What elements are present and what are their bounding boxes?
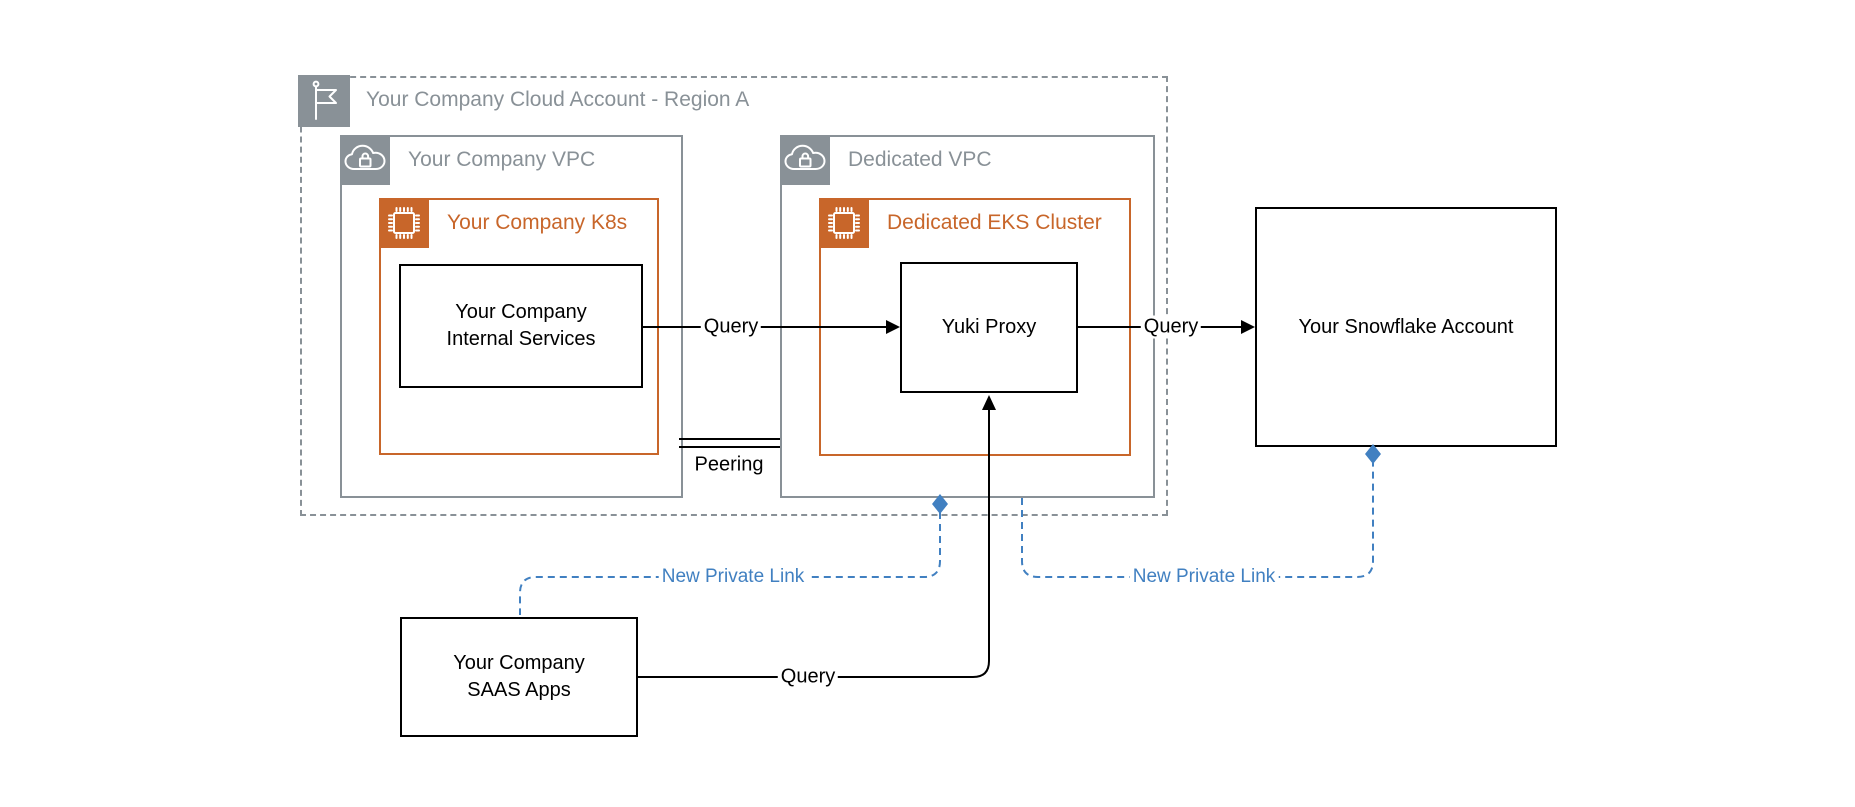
private-link-left-label: New Private Link bbox=[658, 566, 808, 588]
chip-icon bbox=[388, 207, 420, 239]
chip-icon bbox=[828, 207, 860, 239]
query-label-proxy-to-snowflake: Query bbox=[1140, 315, 1202, 339]
dedicated-vpc-cloud-lock-icon bbox=[780, 135, 830, 185]
company-k8s-chip-icon bbox=[379, 198, 429, 248]
snowflake-account-node: Your Snowflake Account bbox=[1255, 207, 1557, 447]
flag-icon bbox=[312, 80, 337, 120]
internal-services-node: Your Company Internal Services bbox=[399, 264, 643, 388]
company-k8s-label: Your Company K8s bbox=[447, 211, 628, 234]
private-link-left-line bbox=[519, 512, 941, 615]
cloud-account-label: Your Company Cloud Account - Region A bbox=[366, 88, 750, 111]
eks-cluster-label: Dedicated EKS Cluster bbox=[887, 211, 1102, 234]
arrowhead-icon bbox=[1241, 320, 1255, 334]
saas-apps-node: Your Company SAAS Apps bbox=[400, 617, 638, 737]
private-link-diamond-icon bbox=[1365, 444, 1381, 464]
company-vpc-cloud-lock-icon bbox=[340, 135, 390, 185]
dedicated-vpc-label: Dedicated VPC bbox=[848, 148, 992, 171]
cloud-lock-icon bbox=[344, 144, 386, 170]
eks-cluster-chip-icon bbox=[819, 198, 869, 248]
company-vpc-label: Your Company VPC bbox=[408, 148, 596, 171]
company-vpc-container: Your Company VPC bbox=[340, 135, 683, 498]
private-link-right-label: New Private Link bbox=[1129, 566, 1279, 588]
yuki-proxy-node: Yuki Proxy bbox=[900, 262, 1078, 393]
query-label-internal-to-proxy: Query bbox=[700, 315, 762, 339]
cloud-lock-icon bbox=[784, 144, 826, 170]
query-label-saas-to-proxy: Query bbox=[777, 665, 839, 689]
peering-label: Peering bbox=[691, 453, 767, 477]
cloud-account-flag-icon bbox=[298, 75, 350, 127]
